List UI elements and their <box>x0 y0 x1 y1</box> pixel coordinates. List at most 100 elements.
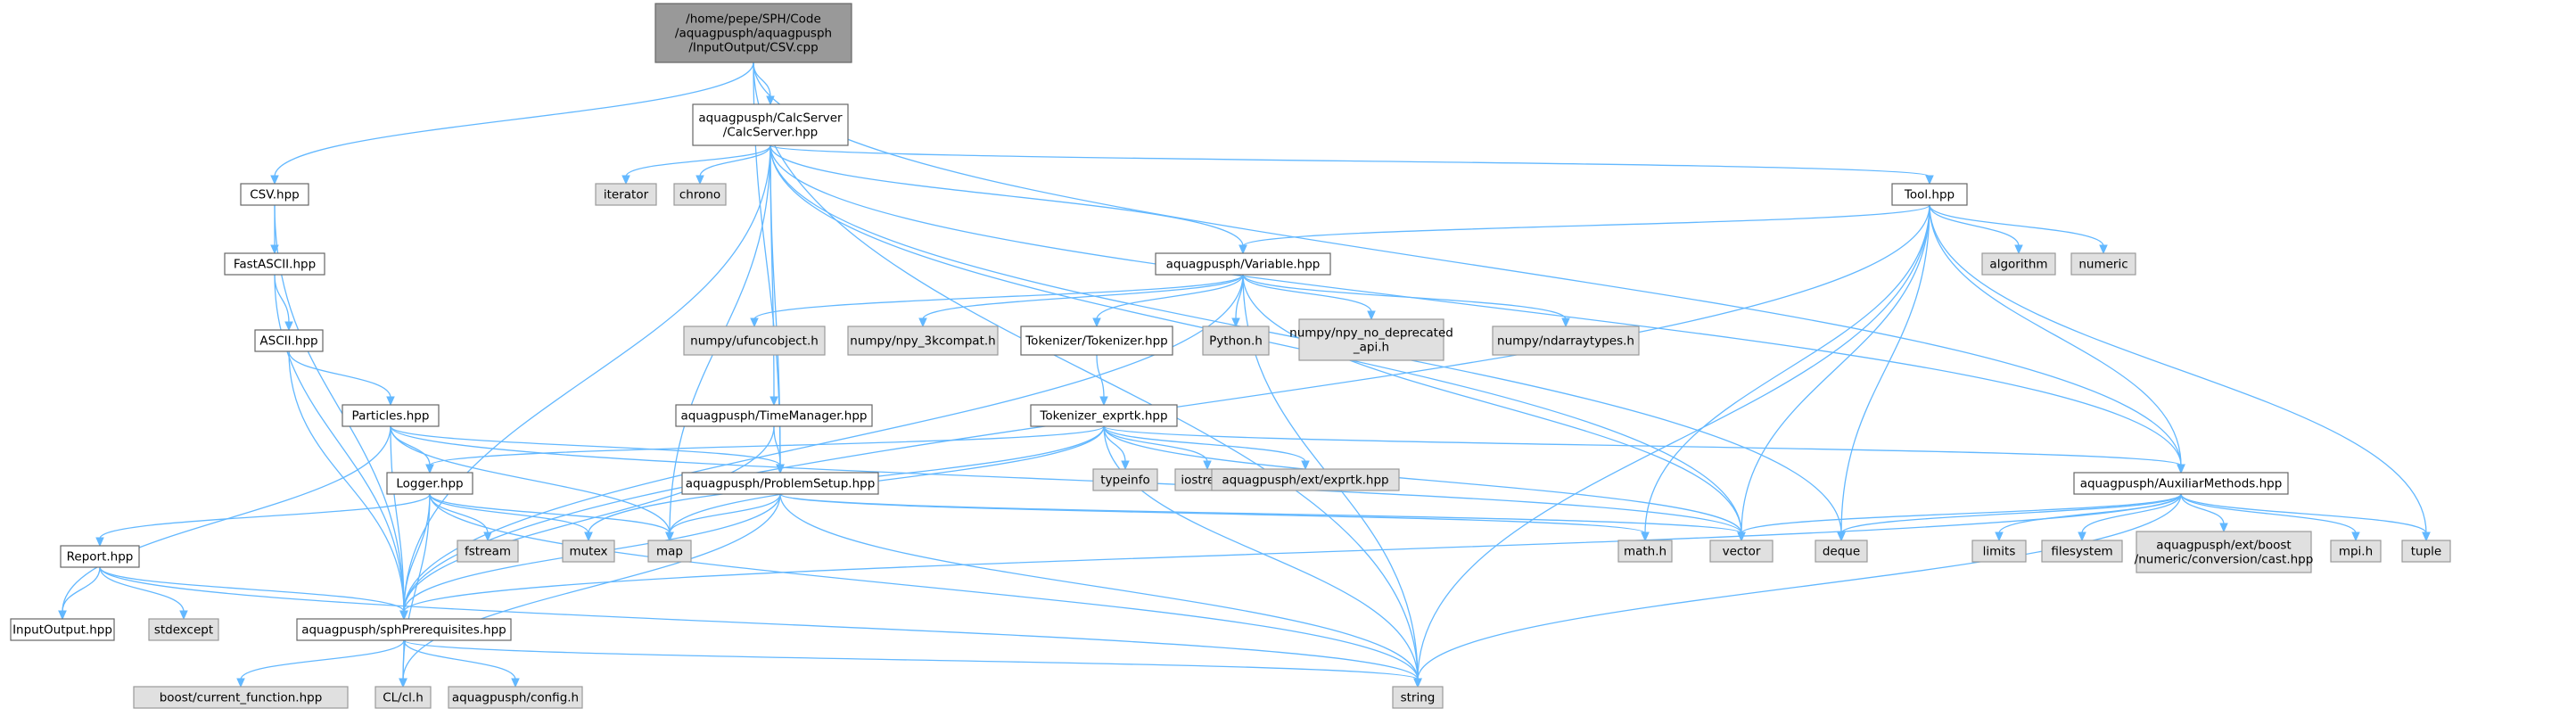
node-ascii[interactable]: ASCII.hpp <box>254 329 324 352</box>
node-tuple: tuple <box>2401 540 2451 563</box>
node-label: aquagpusph/ext/exprtk.hpp <box>1222 474 1388 488</box>
edge-variable-to-npy_nodep <box>1242 274 1376 321</box>
node-label: numeric <box>2078 258 2127 272</box>
node-exprtk[interactable]: Tokenizer_exprtk.hpp <box>1030 404 1178 427</box>
node-fastascii[interactable]: FastASCII.hpp <box>224 252 325 276</box>
edge-timemanager-to-problemsetup <box>773 425 785 474</box>
node-label: aquagpusph/ProblemSetup.hpp <box>686 477 876 491</box>
node-box <box>1981 252 2056 276</box>
node-algorithm: algorithm <box>1981 252 2056 276</box>
node-label: /home/pepe/SPH/Code <box>686 12 821 27</box>
node-label: Tokenizer/Tokenizer.hpp <box>1025 334 1168 349</box>
node-ext-exprtk: aquagpusph/ext/exprtk.hpp <box>1211 468 1400 491</box>
edge-particles-to-logger <box>390 425 434 474</box>
node-label: /aquagpusph/aquagpusph <box>675 27 832 41</box>
node-variable[interactable]: aquagpusph/Variable.hpp <box>1155 252 1331 276</box>
edge-tool-to-variable <box>1239 204 1930 255</box>
node-box <box>2136 531 2312 573</box>
node-ufuncobject: numpy/ufuncobject.h <box>683 326 826 356</box>
edge-report-to-sphprereq <box>99 566 408 621</box>
node-box <box>2041 540 2123 563</box>
node-tool[interactable]: Tool.hpp <box>1891 183 1968 206</box>
node-calcserver[interactable]: aquagpusph/CalcServer/CalcServer.hpp <box>692 103 849 146</box>
node-box <box>1155 252 1331 276</box>
node-box <box>133 686 349 709</box>
node-map: map <box>647 540 692 563</box>
edge-variable-to-vector <box>1242 274 1746 542</box>
edge-variable-to-python <box>1231 274 1244 328</box>
edge-calcserver-to-auxiliar <box>770 144 2185 474</box>
edge-tool-to-math <box>1641 204 1930 542</box>
edge-sphprereq-to-config <box>403 639 520 688</box>
node-label: aquagpusph/AuxiliarMethods.hpp <box>2080 477 2283 491</box>
node-report[interactable]: Report.hpp <box>60 545 140 568</box>
node-box <box>1492 326 1640 356</box>
node-csv-hpp[interactable]: CSV.hpp <box>240 183 309 206</box>
edge-csv_cpp-to-calcserver <box>753 62 775 106</box>
node-problemsetup[interactable]: aquagpusph/ProblemSetup.hpp <box>681 472 879 495</box>
node-box <box>1971 540 2027 563</box>
dependency-edges <box>58 62 2431 688</box>
node-label: deque <box>1823 545 1860 559</box>
node-limits: limits <box>1971 540 2027 563</box>
edge-fastascii-to-sphprereq <box>274 274 408 621</box>
edge-calcserver-to-tool <box>770 144 1934 185</box>
node-boost-cf: boost/current_function.hpp <box>133 686 349 709</box>
edge-auxiliar-to-string <box>1413 493 2182 688</box>
node-box <box>675 404 873 427</box>
node-boost-cast: aquagpusph/ext/boost/numeric/conversion/… <box>2135 531 2314 573</box>
node-vector: vector <box>1709 540 1774 563</box>
node-logger[interactable]: Logger.hpp <box>386 472 473 495</box>
node-timemanager[interactable]: aquagpusph/TimeManager.hpp <box>675 404 873 427</box>
node-math: math.h <box>1617 540 1673 563</box>
edge-ascii-to-particles <box>288 350 395 407</box>
node-inputoutput[interactable]: InputOutput.hpp <box>10 618 115 641</box>
node-box <box>386 472 473 495</box>
node-box <box>1020 326 1173 356</box>
node-typeinfo: typeinfo <box>1092 468 1158 491</box>
node-box <box>647 540 692 563</box>
edge-report-to-inputoutput <box>58 566 101 621</box>
edge-tool-to-algorithm <box>1929 204 2023 255</box>
edge-variable-to-ufuncobject <box>750 274 1244 328</box>
node-label: Particles.hpp <box>352 409 430 424</box>
node-label: /numeric/conversion/cast.hpp <box>2135 553 2314 567</box>
node-tokenizer[interactable]: Tokenizer/Tokenizer.hpp <box>1020 326 1173 356</box>
node-label: aquagpusph/sphPrerequisites.hpp <box>301 623 506 638</box>
node-box <box>448 686 583 709</box>
edge-logger-to-report <box>95 493 431 548</box>
node-label: mpi.h <box>2339 545 2373 559</box>
node-label: Logger.hpp <box>396 477 463 491</box>
edge-auxiliar-to-filesystem <box>2078 493 2182 542</box>
edge-exprtk-to-logger <box>425 425 1105 474</box>
node-particles[interactable]: Particles.hpp <box>342 404 440 427</box>
node-label: fstream <box>465 545 511 559</box>
edge-calcserver-to-chrono <box>695 144 771 185</box>
node-ndarraytypes: numpy/ndarraytypes.h <box>1492 326 1640 356</box>
node-sphprereq[interactable]: aquagpusph/sphPrerequisites.hpp <box>296 618 512 641</box>
node-npy-nodep: numpy/npy_no_deprecated_api.h <box>1289 318 1453 361</box>
node-box <box>1211 468 1400 491</box>
node-label: limits <box>1983 545 2016 559</box>
node-box <box>847 326 999 356</box>
node-auxiliar[interactable]: aquagpusph/AuxiliarMethods.hpp <box>2073 472 2289 495</box>
edge-report-to-stdexcept <box>99 566 188 621</box>
node-label: Tool.hpp <box>1904 188 1955 202</box>
edge-logger-to-sphprereq <box>399 493 431 621</box>
node-label: Report.hpp <box>67 550 134 565</box>
node-label: numpy/ufuncobject.h <box>690 334 819 349</box>
node-label: vector <box>1723 545 1761 559</box>
edge-csv_cpp-to-string <box>753 62 1422 688</box>
edge-tool-to-auxiliar <box>1929 204 2185 474</box>
node-label: _api.h <box>1353 341 1389 355</box>
node-box <box>1709 540 1774 563</box>
node-label: InputOutput.hpp <box>12 623 112 638</box>
node-filesystem: filesystem <box>2041 540 2123 563</box>
node-stdexcept: stdexcept <box>148 618 219 641</box>
edge-problemsetup-to-cl <box>399 493 781 688</box>
node-box <box>1092 468 1158 491</box>
node-box <box>148 618 219 641</box>
node-fstream: fstream <box>457 540 519 563</box>
edge-problemsetup-to-string <box>779 493 1422 688</box>
